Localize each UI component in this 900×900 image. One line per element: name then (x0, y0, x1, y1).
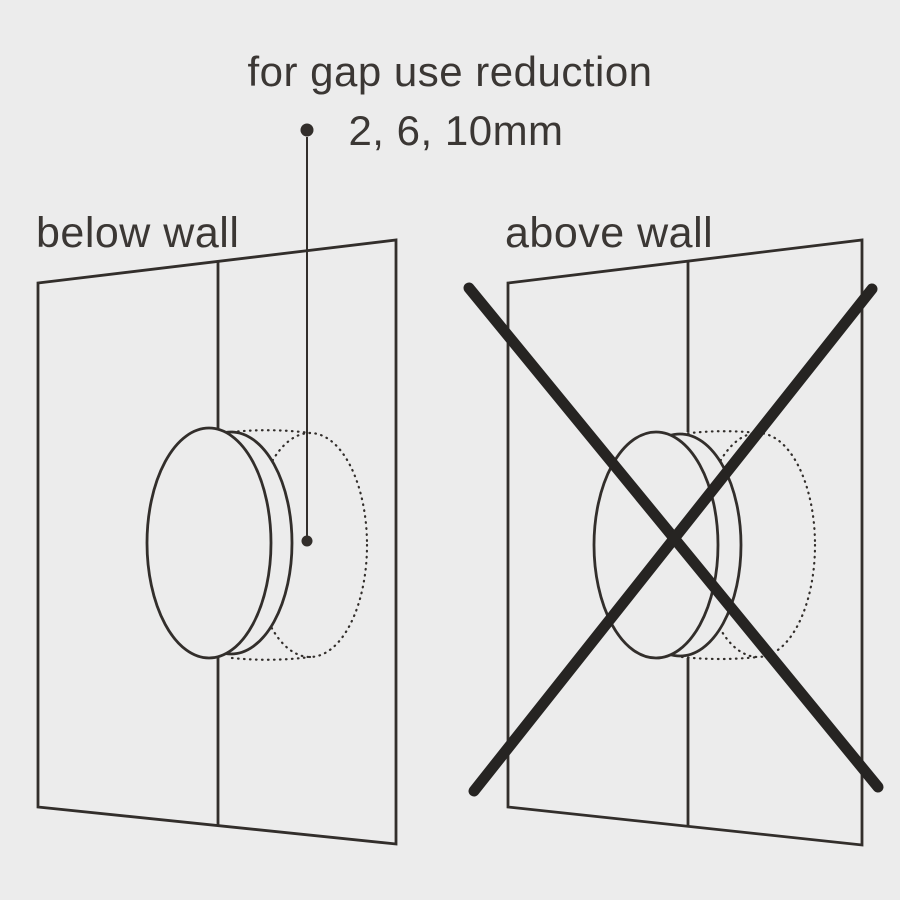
annotation-leader (301, 137, 313, 547)
annotation-sizes: 2, 6, 10mm (348, 107, 563, 154)
wall-panel (506, 238, 864, 847)
recessed-position-dotted (230, 429, 369, 661)
leader-end-dot-icon (301, 535, 313, 547)
dotted-bottom-connector (680, 655, 760, 661)
annotation-title: for gap use reduction (247, 48, 652, 95)
cross-stroke-2 (468, 283, 878, 797)
above-wall-label: above wall (505, 209, 713, 257)
dotted-top-connector (680, 430, 760, 436)
dotted-recessed-ellipse (251, 431, 369, 659)
bullet-dot-icon (300, 123, 314, 137)
below-wall-figure: below wall (36, 209, 398, 846)
socket-face (145, 426, 273, 660)
dotted-top-connector (230, 429, 312, 435)
dotted-bottom-connector (230, 655, 312, 661)
gap-reduction-annotation: for gap use reduction 2, 6, 10mm (247, 48, 652, 154)
below-wall-label: below wall (36, 209, 239, 257)
prohibition-cross-icon (463, 282, 884, 797)
wall-panel (36, 238, 398, 846)
